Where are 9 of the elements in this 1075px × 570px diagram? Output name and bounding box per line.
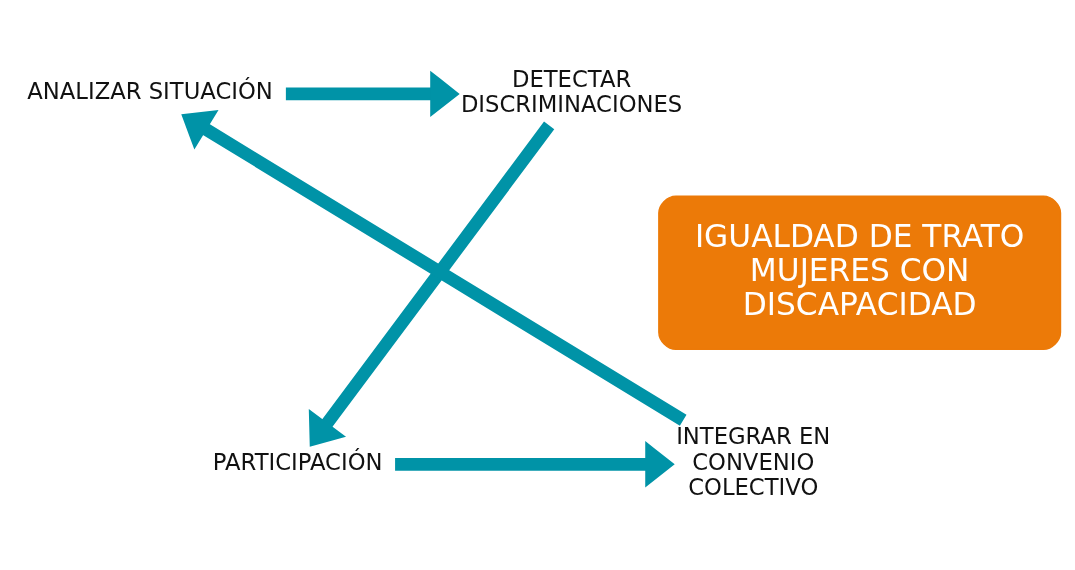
arrow <box>395 440 675 488</box>
node-text: DETECTAR DISCRIMINACIONES <box>460 65 683 117</box>
node-text: INTEGRAR EN CONVENIO COLECTIVO <box>676 422 831 500</box>
node-text: ANALIZAR SITUACIÓN <box>27 77 273 104</box>
arrow <box>308 121 555 447</box>
arrow <box>285 70 460 117</box>
node-box: IGUALDAD DE TRATO MUJERES CON DISCAPACIDAD <box>658 194 1062 350</box>
node-text: PARTICIPACIÓN <box>212 448 383 475</box>
arrow <box>181 109 687 426</box>
